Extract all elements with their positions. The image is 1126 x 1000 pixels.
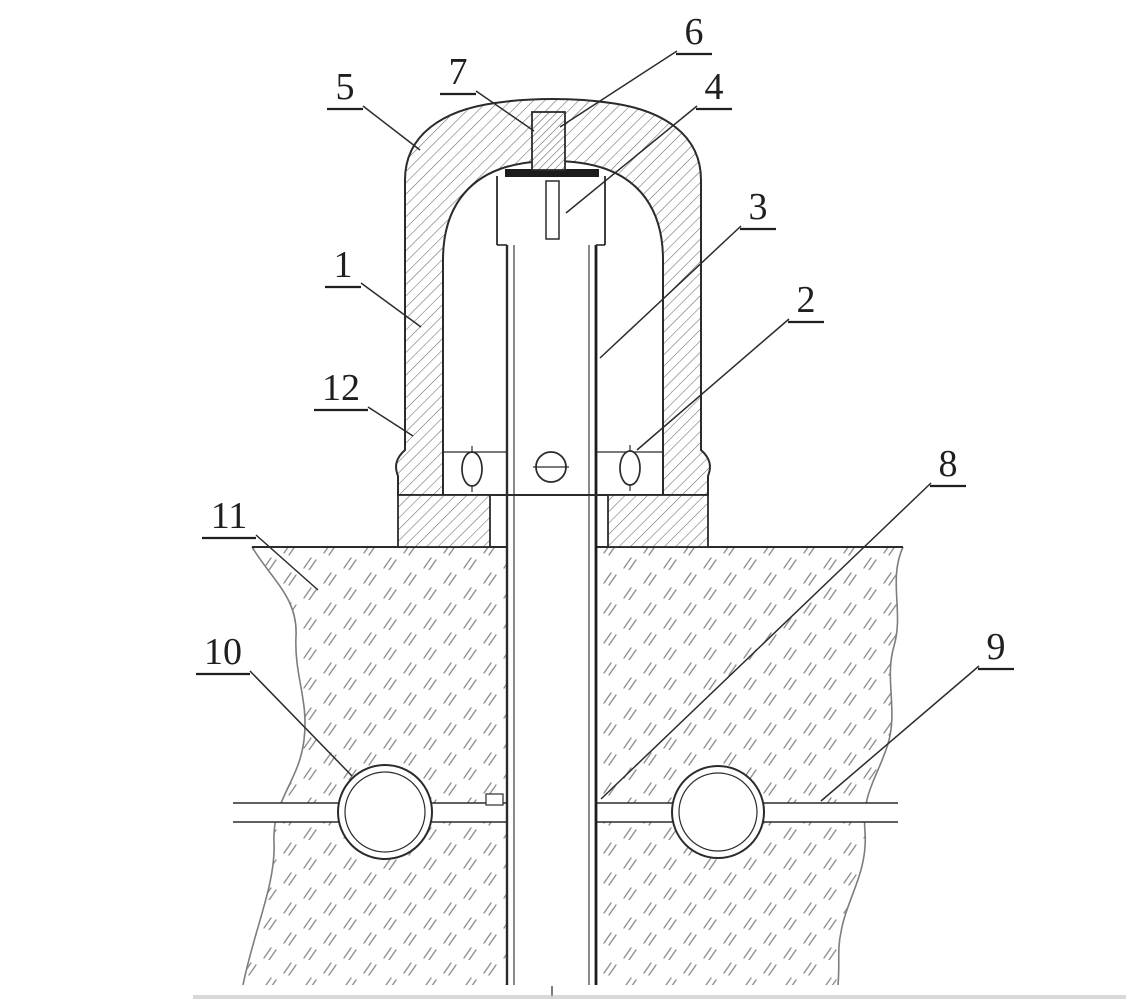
callout-label-2: 2 [797,279,816,321]
base-flange [397,494,709,548]
leader-line-5 [362,105,421,151]
leader-line-1 [360,282,422,328]
leader-line-2 [636,318,790,451]
top-fitting [496,169,606,246]
callout-label-6: 6 [685,11,704,53]
leader-line-9 [820,665,980,802]
callout-labels: 1 2 3 4 5 6 7 8 9 10 11 12 [196,11,1014,676]
soil-break-line-right [837,546,904,986]
leader-lines [249,50,980,802]
duct-connector-block [485,793,504,806]
cap-block [531,111,566,171]
callout-label-7: 7 [449,51,468,93]
callout-label-1: 1 [334,244,353,286]
leader-line-8 [600,482,932,800]
pipe-cross-section-right [671,765,765,859]
callout-label-3: 3 [749,186,768,228]
inner-slot [545,180,560,240]
callout-label-11: 11 [211,495,248,537]
callout-label-9: 9 [987,626,1006,668]
callout-label-10: 10 [204,631,242,673]
leader-line-11 [255,534,319,591]
leader-line-4 [565,105,698,214]
soil-break-line-left [242,546,306,986]
flange-block-left [397,494,491,548]
pipe-cross-section-left [337,764,433,860]
leader-line-3 [599,225,742,359]
callout-label-12: 12 [322,367,360,409]
center-pipe-body [506,245,597,985]
fitting-top-bar [505,169,599,177]
callout-label-8: 8 [939,443,958,485]
leader-line-6 [559,50,678,128]
scan-edge-artifact [193,995,1126,999]
callout-label-4: 4 [705,66,724,108]
bolt-left [461,446,483,492]
leader-line-12 [367,406,414,437]
flange-block-right [607,494,709,548]
leader-line-10 [249,670,353,777]
center-hole [533,451,569,483]
leader-line-7 [475,90,535,132]
callout-label-5: 5 [336,66,355,108]
center-pipe [505,177,598,997]
bolt-right [619,445,641,491]
